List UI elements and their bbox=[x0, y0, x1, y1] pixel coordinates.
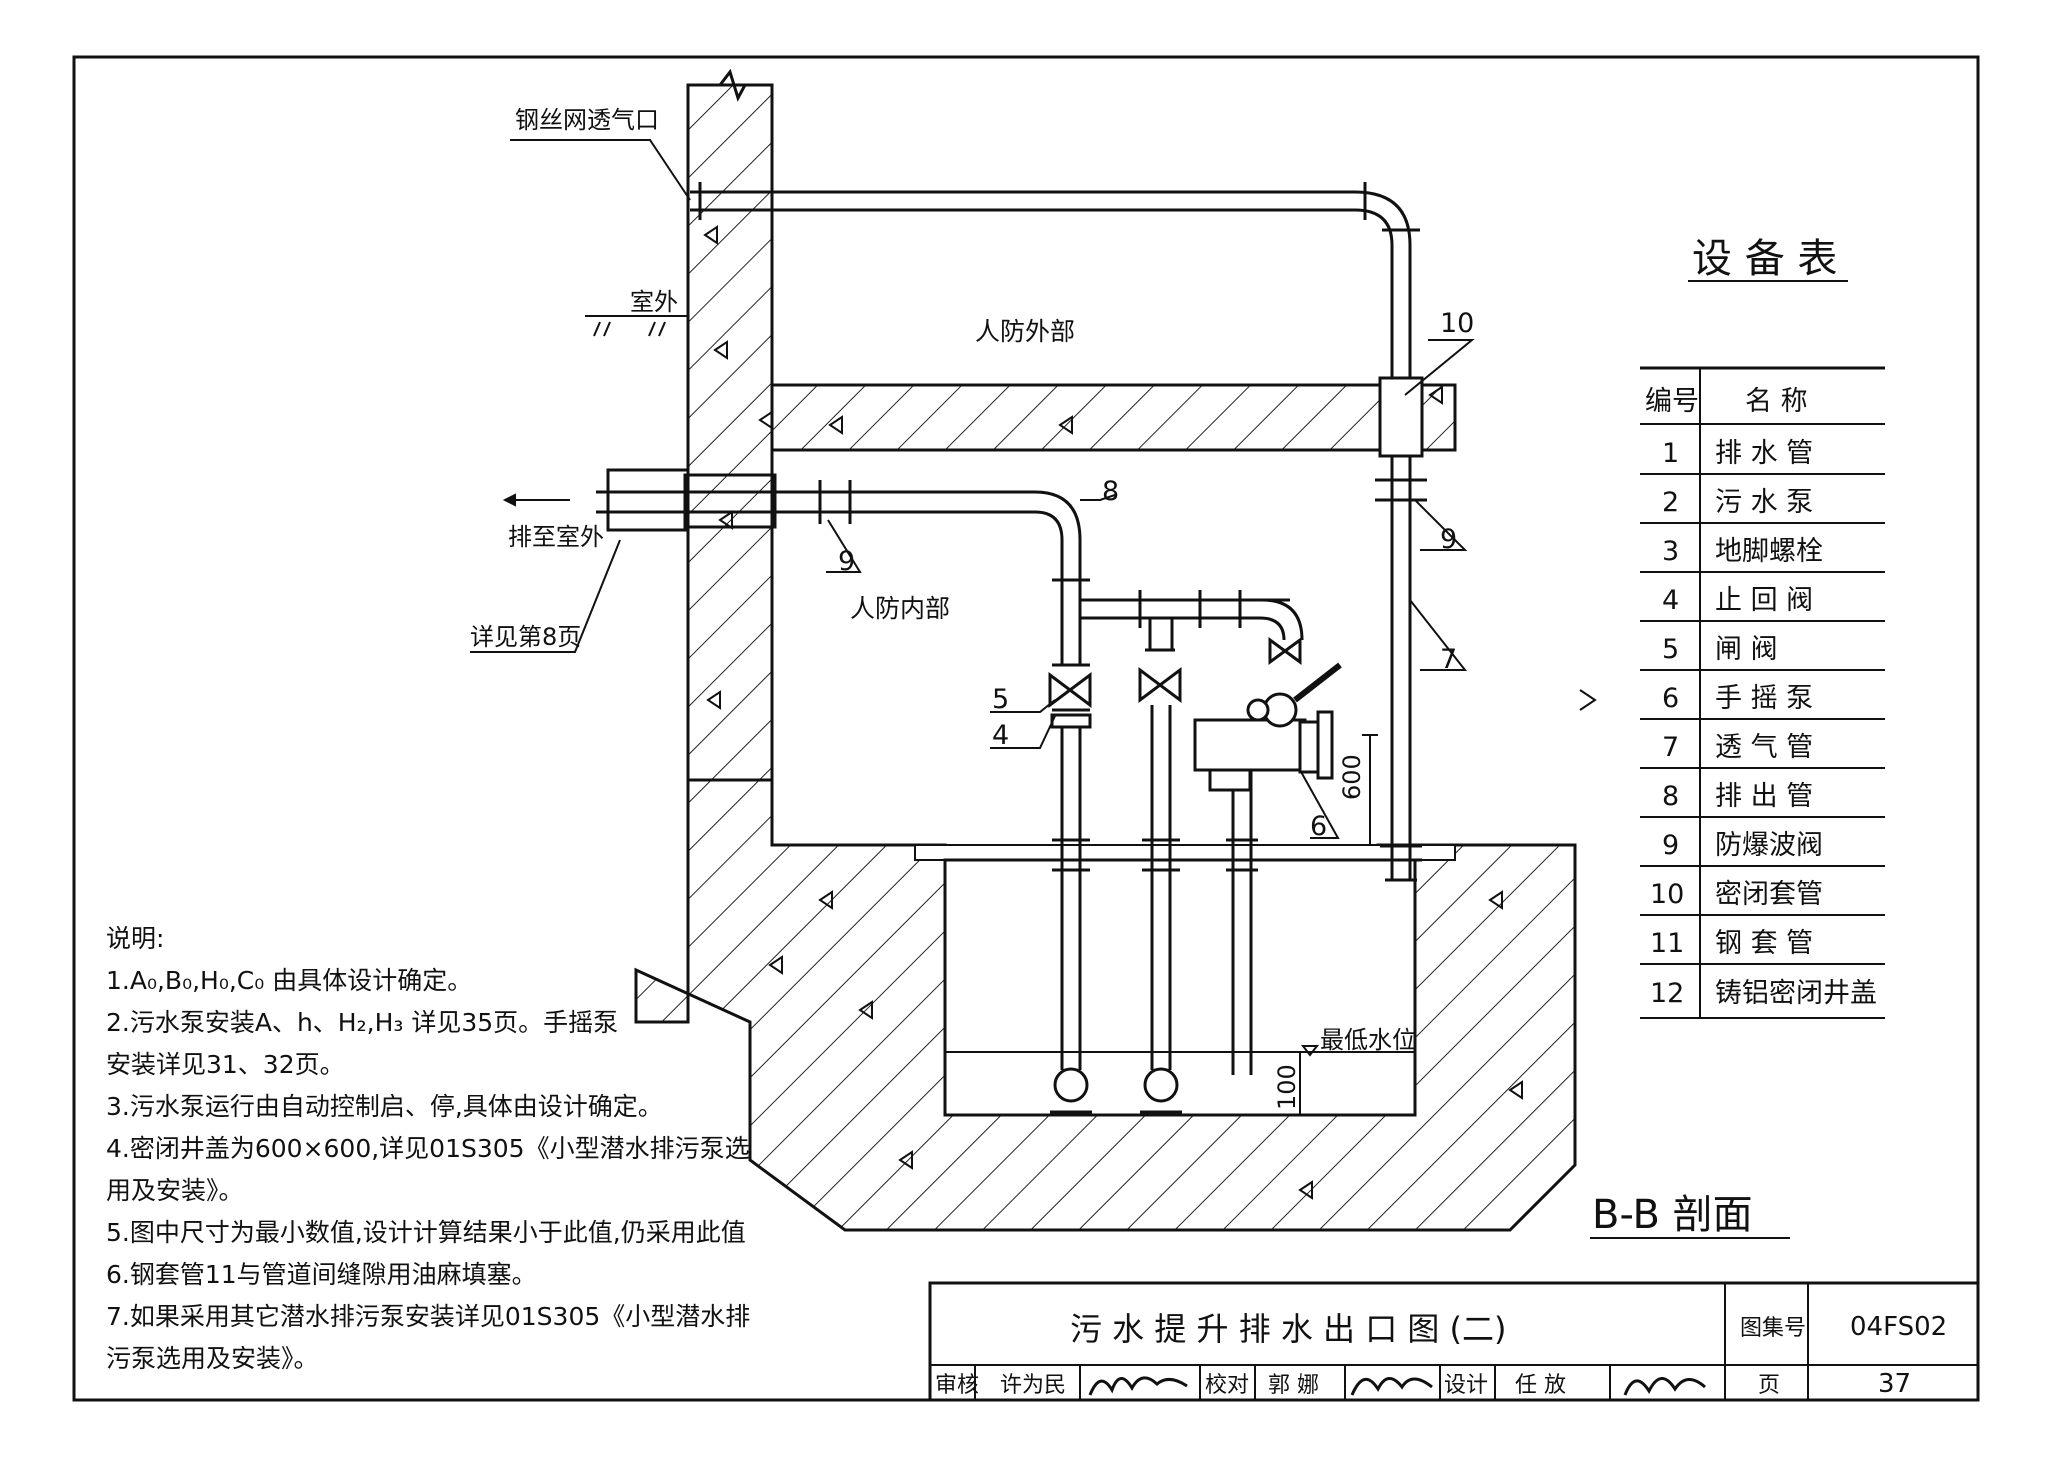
dim-600 bbox=[1362, 734, 1378, 846]
row-name: 铸铝密闭井盖 bbox=[1715, 978, 1877, 1009]
note-line: 3.污水泵运行由自动控制启、停,具体由设计确定。 bbox=[106, 1092, 663, 1121]
row-name: 污 水 泵 bbox=[1715, 487, 1813, 518]
row-no: 1 bbox=[1662, 438, 1679, 469]
callout-9-left: 9 bbox=[838, 546, 855, 577]
aggregate-marks bbox=[703, 225, 1523, 1200]
page-number: 37 bbox=[1878, 1369, 1911, 1399]
table-header-name: 名 称 bbox=[1745, 386, 1808, 417]
note-line: 7.如果采用其它潜水排污泵安装详见01S305《小型潜水排 bbox=[106, 1302, 751, 1331]
min-water-level-label: 最低水位 bbox=[1320, 1026, 1416, 1054]
equipment-table bbox=[1640, 366, 1885, 1019]
row-no: 10 bbox=[1650, 879, 1684, 910]
title-block bbox=[928, 1281, 1980, 1402]
see-page8-label: 详见第8页 bbox=[470, 623, 581, 651]
row-no: 4 bbox=[1662, 585, 1679, 616]
designer-name: 任 放 bbox=[1515, 1373, 1566, 1398]
row-no: 3 bbox=[1662, 536, 1679, 567]
callout-9-right: 9 bbox=[1440, 524, 1457, 555]
row-no: 9 bbox=[1662, 830, 1679, 861]
review-label: 审核 bbox=[935, 1373, 979, 1398]
note-line: 1.A₀,B₀,H₀,C₀ 由具体设计确定。 bbox=[106, 966, 473, 995]
row-name: 手 摇 泵 bbox=[1715, 683, 1813, 714]
row-no: 6 bbox=[1662, 683, 1679, 714]
row-name: 密闭套管 bbox=[1715, 879, 1823, 910]
equipment-table-title: 设 备 表 bbox=[1692, 236, 1837, 282]
hand-pump-6 bbox=[1193, 637, 1342, 792]
ground-symbol bbox=[585, 315, 688, 337]
dim-600-label: 600 bbox=[1338, 754, 1366, 800]
row-name: 止 回 阀 bbox=[1715, 585, 1813, 616]
row-name: 钢 套 管 bbox=[1715, 928, 1813, 959]
row-name: 透 气 管 bbox=[1715, 732, 1813, 763]
callout-6: 6 bbox=[1310, 811, 1327, 842]
atlas-no: 04FS02 bbox=[1850, 1312, 1947, 1342]
design-label: 设计 bbox=[1444, 1373, 1488, 1398]
sealed-manhole-cover bbox=[914, 844, 1456, 861]
discharge-outside-label: 排至室外 bbox=[508, 523, 604, 551]
row-no: 12 bbox=[1650, 978, 1684, 1009]
table-header-no: 编号 bbox=[1645, 386, 1699, 417]
vent-pipe-7 bbox=[690, 182, 1427, 882]
notes-heading: 说明: bbox=[106, 924, 165, 953]
note-line: 6.钢套管11与管道间缝隙用油麻填塞。 bbox=[106, 1260, 537, 1289]
vent-mesh-label: 钢丝网透气口 bbox=[515, 106, 659, 134]
callout-10: 10 bbox=[1440, 308, 1474, 339]
note-line: 污泵选用及安装》。 bbox=[106, 1344, 319, 1373]
note-line: 用及安装》。 bbox=[106, 1176, 244, 1205]
page-label: 页 bbox=[1758, 1373, 1780, 1398]
reviewer-signature bbox=[1088, 1376, 1188, 1396]
row-name: 地脚螺栓 bbox=[1715, 536, 1823, 567]
civil-defense-outside-label: 人防外部 bbox=[975, 317, 1075, 346]
outdoor-label: 室外 bbox=[630, 288, 678, 316]
checker-name: 郭 娜 bbox=[1268, 1373, 1319, 1398]
discharge-pipe-8 bbox=[596, 468, 1304, 665]
equipment-rows: 1 排 水 管 2 污 水 泵 3 地脚螺栓 4 止 回 阀 5 闸 阀 6 手… bbox=[1650, 438, 1877, 1009]
break-mark bbox=[688, 68, 772, 102]
civil-defense-inside-label: 人防内部 bbox=[850, 594, 950, 623]
checker-signature bbox=[1350, 1377, 1433, 1396]
row-name: 闸 阀 bbox=[1715, 634, 1778, 665]
atlas-no-label: 图集号 bbox=[1740, 1316, 1806, 1341]
note-line: 4.密闭井盖为600×600,详见01S305《小型潜水排污泵选 bbox=[106, 1134, 750, 1163]
drawing-title: 污 水 提 升 排 水 出 口 图 (二) bbox=[1070, 1310, 1507, 1348]
concrete-structure bbox=[634, 83, 1577, 1232]
dim-100-label: 100 bbox=[1273, 1064, 1301, 1110]
note-line: 5.图中尺寸为最小数值,设计计算结果小于此值,仍采用此值 bbox=[106, 1218, 746, 1247]
row-name: 排 水 管 bbox=[1715, 438, 1813, 469]
section-title: B-B 剖面 bbox=[1592, 1192, 1753, 1238]
note-line: 2.污水泵安装A、h、H₂,H₃ 详见35页。手摇泵 bbox=[106, 1008, 619, 1037]
row-no: 2 bbox=[1662, 487, 1679, 518]
note-line: 安装详见31、32页。 bbox=[106, 1050, 345, 1079]
check-label: 校对 bbox=[1205, 1373, 1249, 1398]
pump-risers bbox=[1048, 648, 1258, 1114]
callout-5: 5 bbox=[992, 684, 1009, 715]
row-no: 8 bbox=[1662, 781, 1679, 812]
row-name: 防爆波阀 bbox=[1715, 830, 1823, 861]
row-no: 11 bbox=[1650, 928, 1684, 959]
callout-4: 4 bbox=[992, 720, 1009, 751]
row-no: 5 bbox=[1662, 634, 1679, 665]
row-name: 排 出 管 bbox=[1715, 781, 1813, 812]
sump-pit bbox=[943, 858, 1417, 1117]
leaders bbox=[470, 139, 1597, 839]
reviewer-name: 许为民 bbox=[1000, 1373, 1066, 1398]
callout-7: 7 bbox=[1440, 644, 1457, 675]
callout-8: 8 bbox=[1102, 476, 1119, 507]
designer-signature bbox=[1623, 1377, 1706, 1396]
row-no: 7 bbox=[1662, 732, 1679, 763]
